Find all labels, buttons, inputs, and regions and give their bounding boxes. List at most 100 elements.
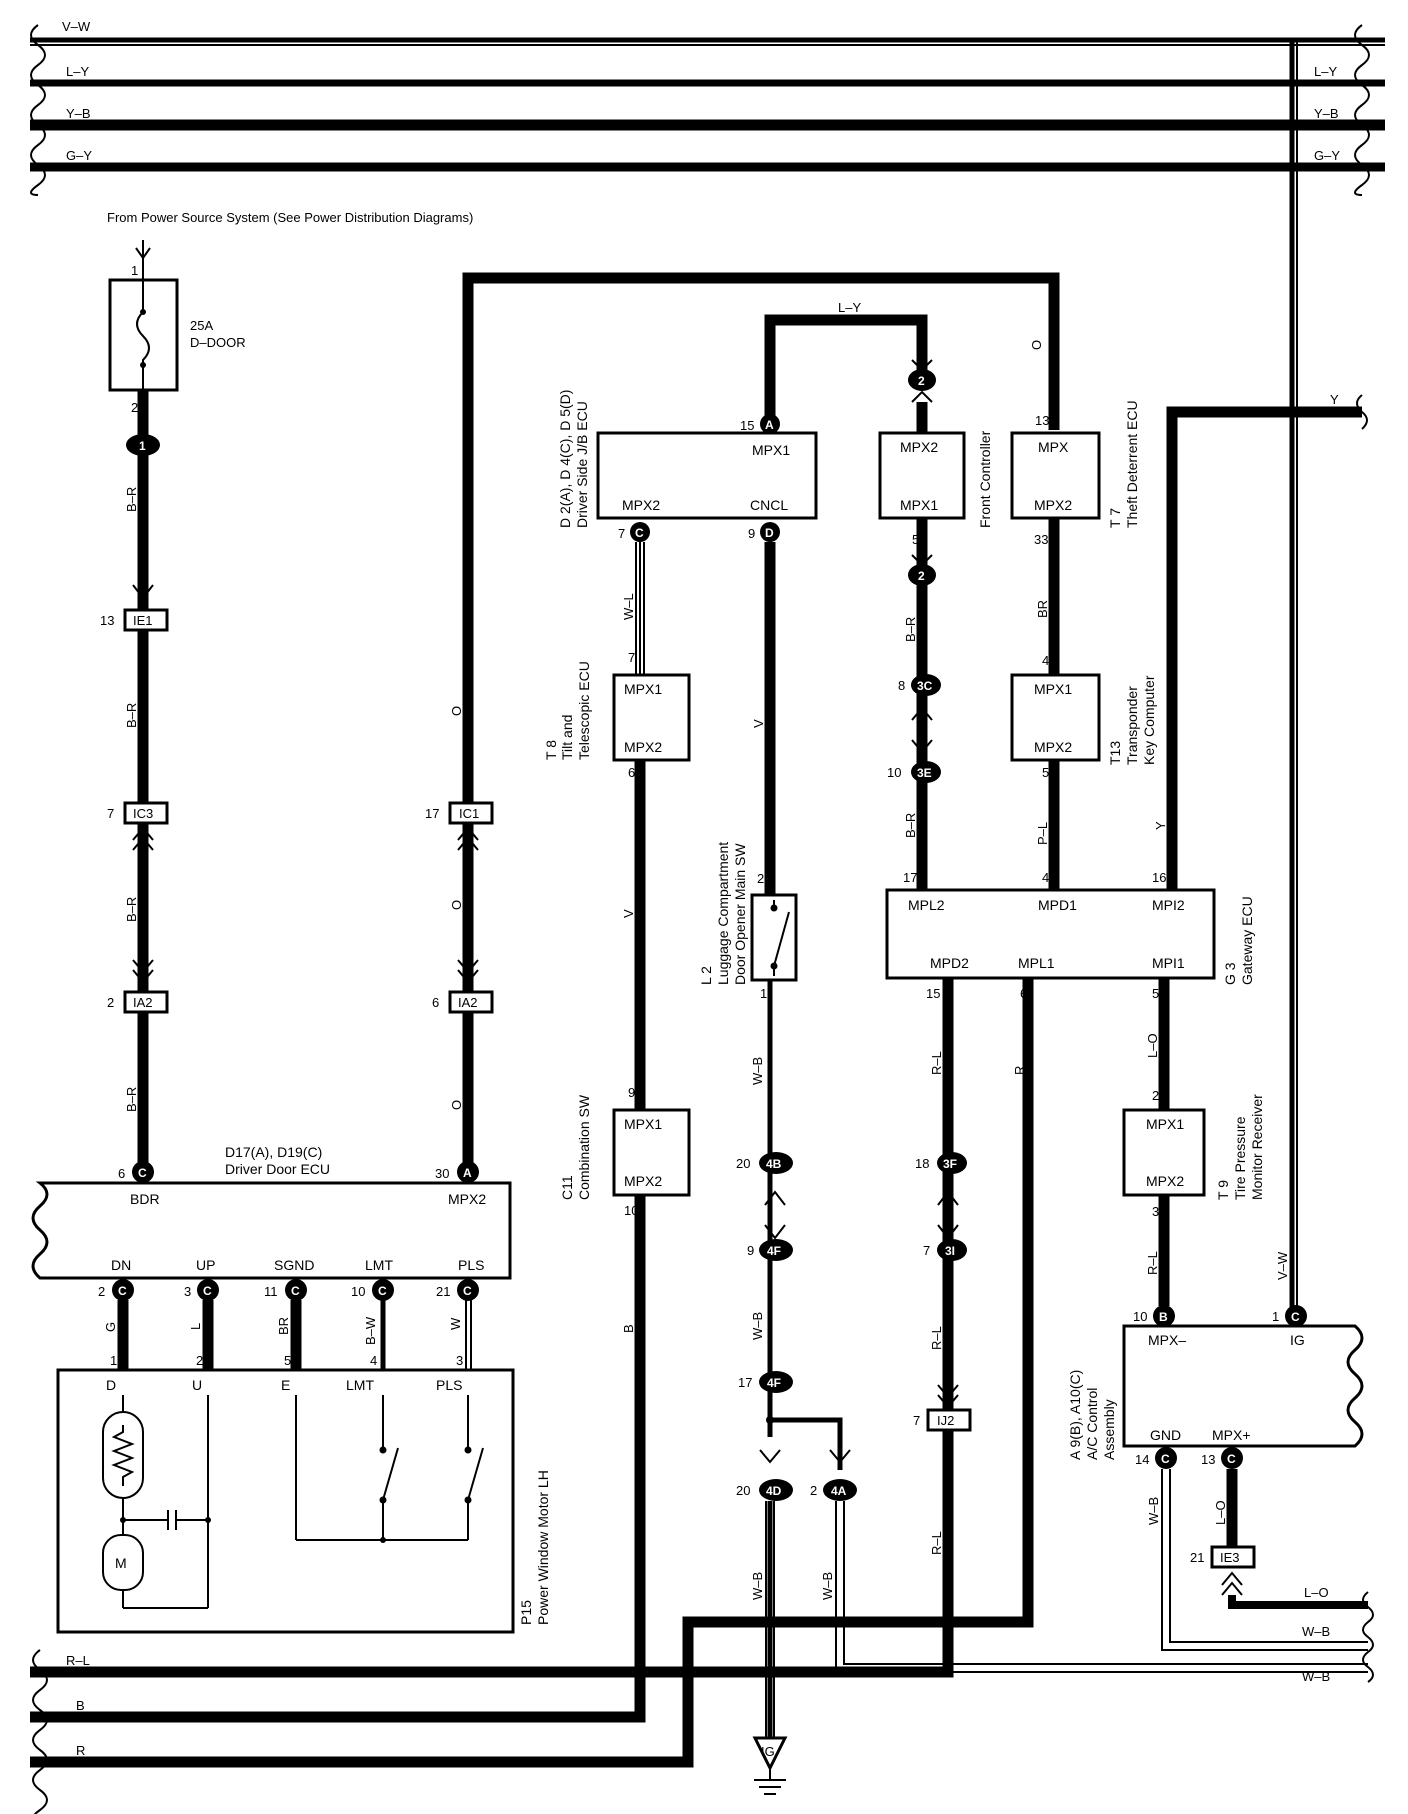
door-ecu-bottom-pins: C 2 C 3 C 11 C 10 C 21 — [98, 1279, 479, 1301]
door-ecu-id: D17(A), D19(C) — [225, 1144, 322, 1160]
bus-label-b: B — [76, 1698, 85, 1713]
bus-line-r — [30, 978, 1034, 1768]
tire-pressure-mpx1: MPX1 — [1146, 1116, 1184, 1132]
fuse-element-icon — [136, 280, 150, 390]
ac-control-ig: IG — [1290, 1332, 1305, 1348]
arrow-up-icon — [1221, 1571, 1243, 1596]
pin-gw-5: 5 — [1152, 986, 1159, 1001]
pin-a-mpx1 — [760, 414, 780, 434]
wire-label-lo-1: L–O — [1145, 1033, 1160, 1058]
wire-y — [1166, 406, 1362, 890]
theft-ecu-mpx2: MPX2 — [1034, 497, 1072, 513]
jb-ecu-cncl: CNCL — [750, 497, 788, 513]
tilt-ecu-name1: Tilt and — [559, 715, 575, 760]
pin-c-bdr — [132, 1161, 154, 1183]
wire-label-r-gw: R — [1012, 1066, 1027, 1075]
wire-label-v-2: V — [751, 719, 766, 728]
ac-control-name1: A/C Control — [1084, 1388, 1100, 1460]
wire-label-lo-2: L–O — [1213, 1500, 1228, 1525]
wire-label-br-2: B–R — [124, 703, 139, 728]
arrow-up-icon — [132, 826, 154, 851]
wire-o-loop — [462, 272, 1060, 1170]
arrow-down-icon — [937, 1384, 959, 1409]
pin-ie3-21: 21 — [1190, 1550, 1204, 1565]
pin-ia2-o-6: 6 — [432, 995, 439, 1010]
luggage-switch-icon — [773, 911, 790, 967]
jb-ecu-box — [596, 431, 818, 520]
limit-switch-icon — [382, 1447, 399, 1501]
pin-theft-13: 13 — [1035, 413, 1049, 428]
transponder-name2: Key Computer — [1141, 675, 1157, 765]
pin-ac-1: 1 — [1272, 1309, 1279, 1324]
wire-wb-4a — [835, 1501, 1368, 1673]
connector-3f — [937, 1152, 967, 1174]
pin-cncl-9: 9 — [748, 526, 755, 541]
pin-combo-9: 9 — [628, 1085, 635, 1100]
wire-label-wb-3: W–B — [750, 1572, 765, 1600]
pin-front-5: 5 — [912, 532, 919, 547]
pin-4d-20: 20 — [736, 1483, 750, 1498]
ground-connector-ig — [752, 1736, 788, 1772]
combination-sw-mpx1: MPX1 — [624, 1116, 662, 1132]
pin-a-mpx2-letter: A — [463, 1166, 472, 1180]
tilt-ecu-box — [612, 673, 691, 762]
connector-4f-2-label: 4F — [767, 1376, 781, 1390]
door-ecu-up: UP — [196, 1257, 215, 1273]
gateway-mpi1: MPI1 — [1152, 955, 1185, 971]
bus-label-ly-right: L–Y — [1314, 64, 1337, 79]
arrow-down-icon — [132, 584, 154, 600]
gateway-mpl1: MPL1 — [1018, 955, 1055, 971]
pin-d-cncl — [760, 522, 780, 542]
bus-label-ly: L–Y — [66, 64, 89, 79]
pin-tilt-7: 7 — [628, 650, 635, 665]
connector-4f-label: 4F — [767, 1244, 781, 1258]
pin-transponder-4: 4 — [1042, 653, 1049, 668]
tire-pressure-box — [1122, 1108, 1206, 1197]
wire-label-wl: W–L — [621, 593, 636, 620]
wire-label-rl-tire: R–L — [1145, 1251, 1160, 1275]
connector-ia2-o — [448, 990, 494, 1014]
wire-ly-loop — [764, 314, 928, 430]
bus-label-rl: R–L — [66, 1653, 90, 1668]
connector-4b — [759, 1152, 793, 1174]
pin-ie1-13: 13 — [100, 613, 114, 628]
motor-internal-circuit: M — [102, 1395, 484, 1609]
gateway-mpd1: MPD1 — [1038, 897, 1077, 913]
gateway-ecu-box — [885, 888, 1216, 980]
window-motor-name: Power Window Motor LH — [535, 1470, 551, 1625]
connector-ie1 — [123, 608, 169, 632]
pin-theft-33: 33 — [1034, 532, 1048, 547]
pin-c-dn-letter: C — [118, 1284, 127, 1298]
pin-motor-1: 1 — [110, 1353, 117, 1368]
pin-ic3-7: 7 — [107, 806, 114, 821]
door-ecu-dn: DN — [111, 1257, 131, 1273]
connector-ia2-o-label: IA2 — [458, 995, 478, 1010]
connector-2b-label: 2 — [918, 569, 925, 583]
pin-c-mpx-plus — [1221, 1447, 1243, 1469]
connector-2a — [908, 369, 936, 391]
luggage-sw-name1: Luggage Compartment — [715, 842, 731, 985]
transponder-mpx2: MPX2 — [1034, 739, 1072, 755]
wire-label-o-top: O — [1029, 340, 1044, 350]
connector-1-label: 1 — [139, 439, 146, 453]
pin-c-up-letter: C — [203, 1284, 212, 1298]
motor-terminal-lmt: LMT — [346, 1377, 374, 1393]
luggage-sw-name2: Door Opener Main SW — [732, 843, 748, 985]
connector-ic3 — [123, 801, 169, 825]
connector-4d-label: 4D — [766, 1484, 782, 1498]
connector-1 — [126, 434, 160, 456]
arrow-down-icon — [457, 959, 479, 984]
jb-ecu-id: D 2(A), D 4(C), D 5(D) — [557, 390, 573, 528]
wire-label-o-2: O — [449, 900, 464, 910]
window-motor-box — [56, 1368, 515, 1634]
front-controller-mpx1: MPX1 — [900, 497, 938, 513]
gateway-mpl2: MPL2 — [908, 897, 945, 913]
power-arrow-icon — [135, 247, 151, 260]
wire-label-rl-3: R–L — [929, 1531, 944, 1555]
junction-arrows-icon — [937, 1190, 959, 1240]
pin-d-cncl-letter: D — [765, 526, 774, 540]
ac-control-name2: Assembly — [1101, 1399, 1117, 1460]
combination-sw-name: Combination SW — [576, 1094, 592, 1200]
arrow-down-icon — [132, 959, 154, 984]
